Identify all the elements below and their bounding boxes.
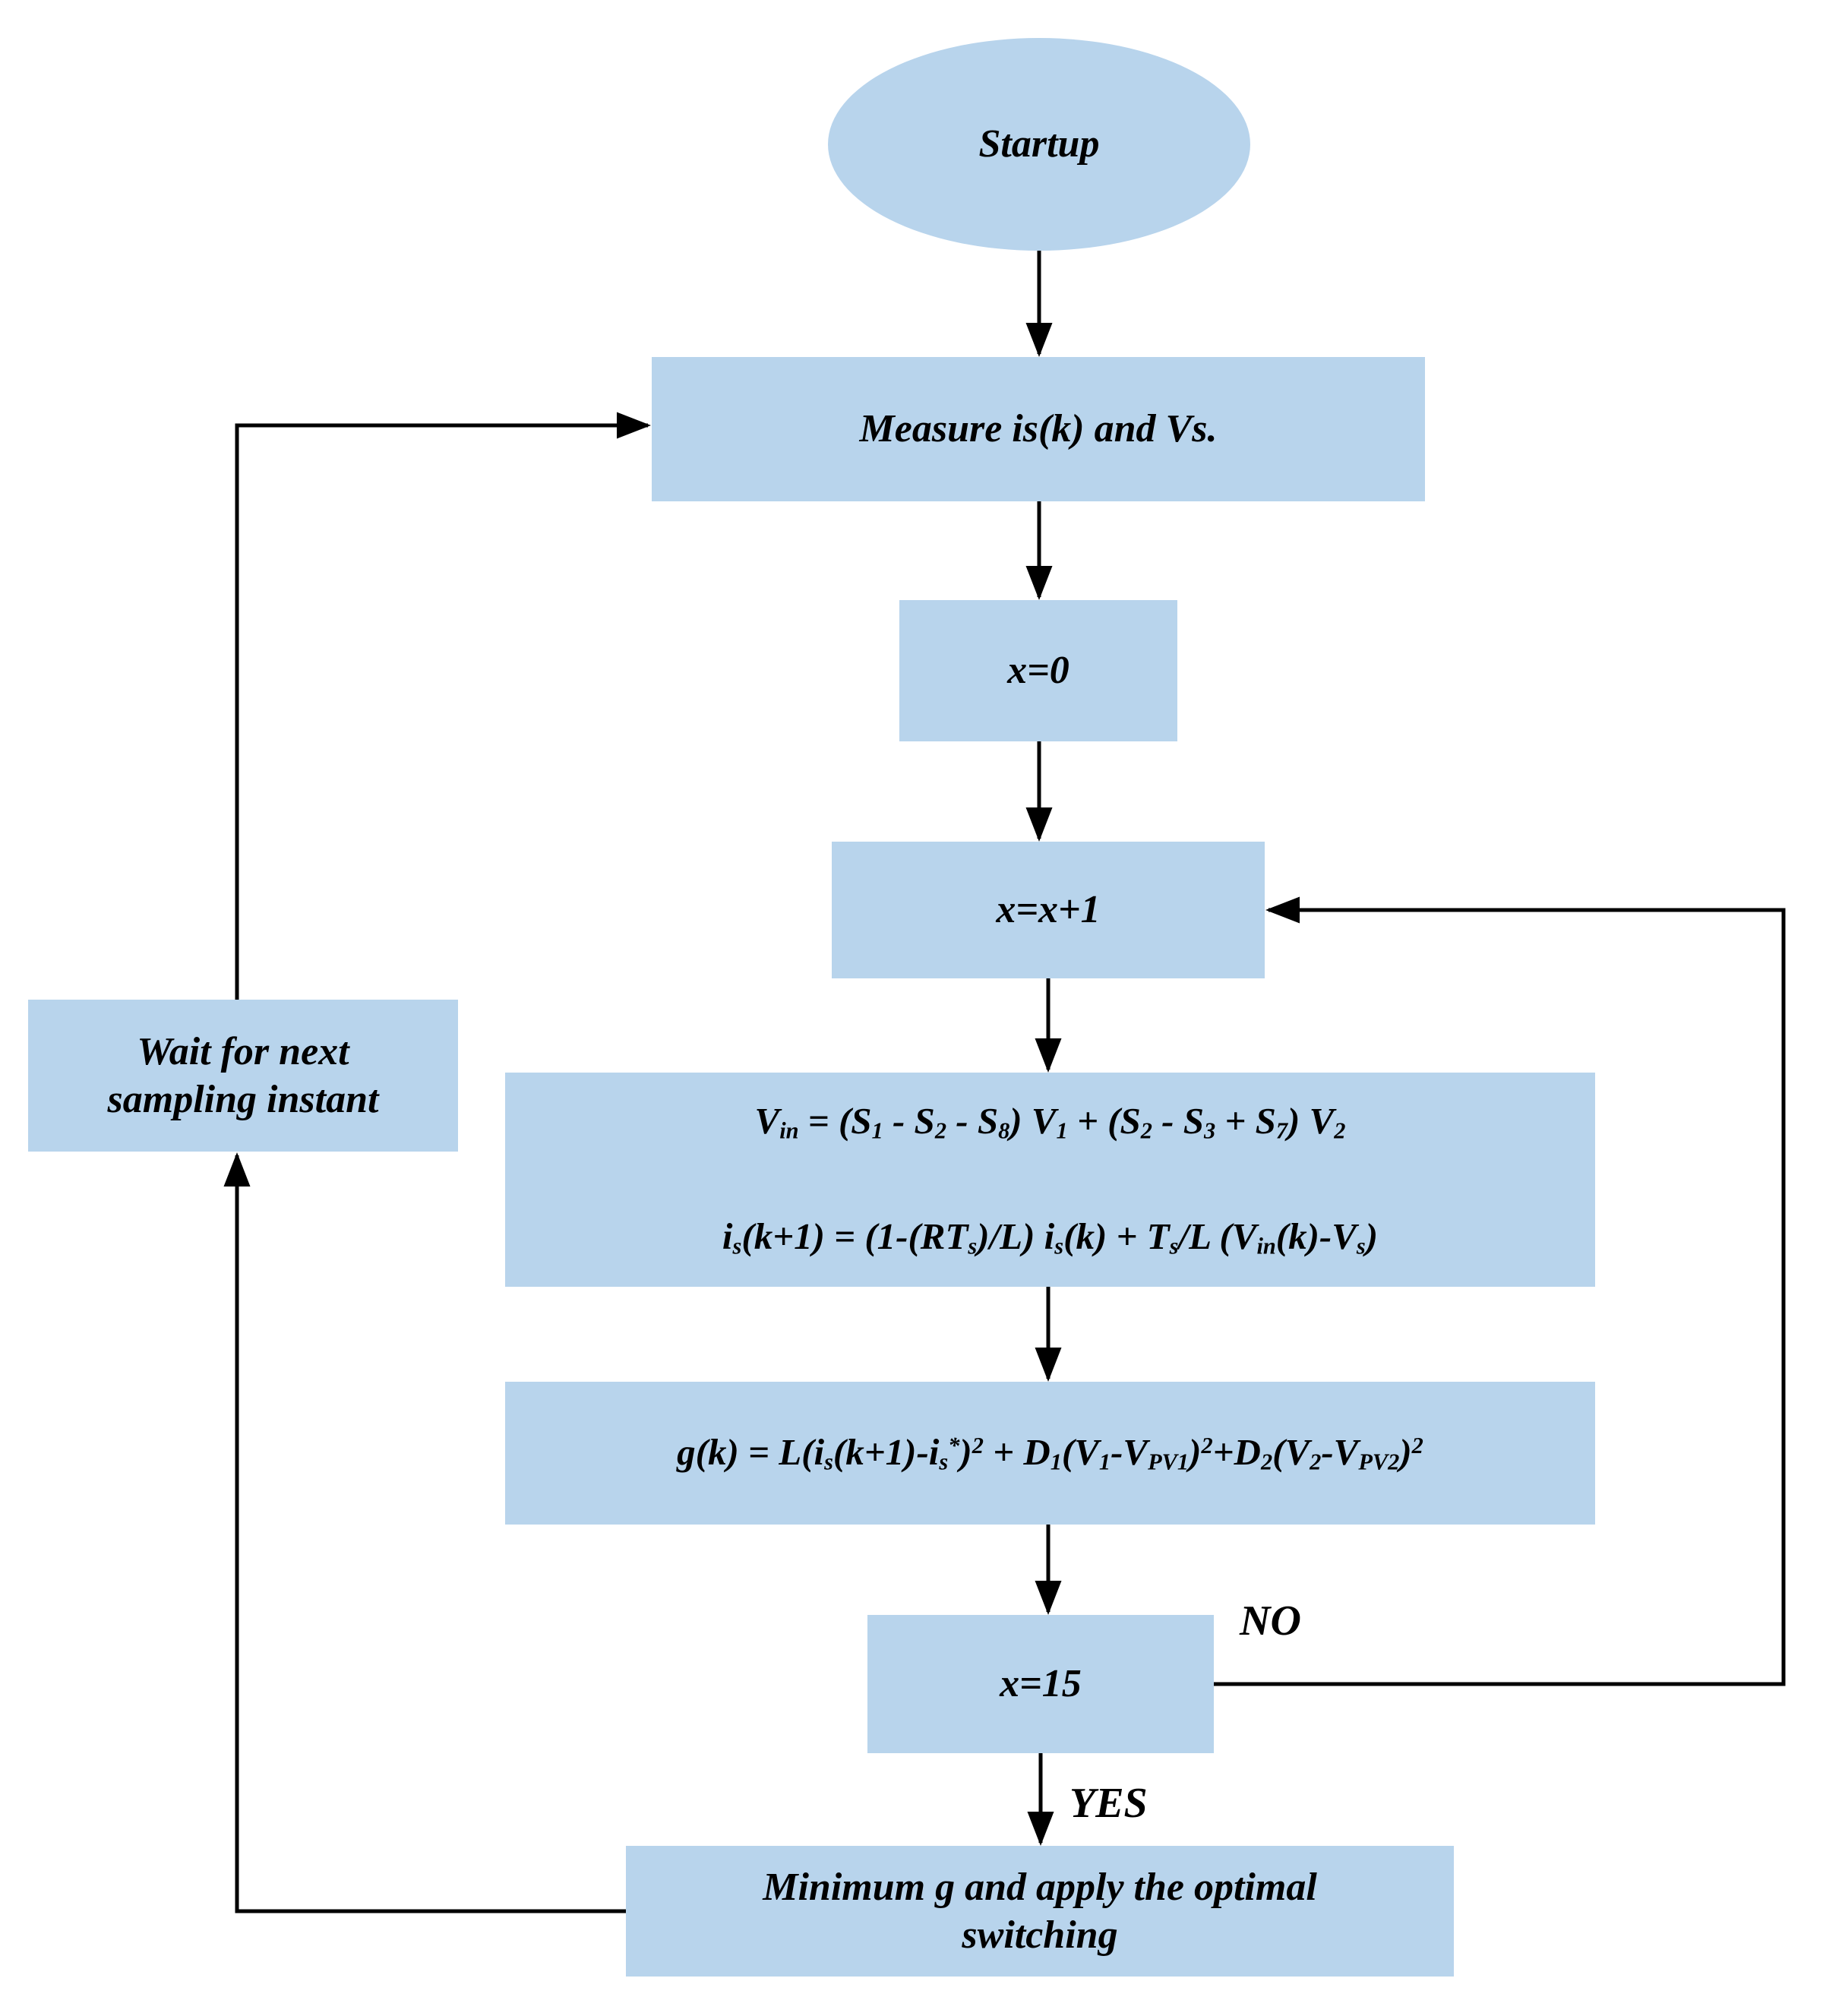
prediction-equations-node: Vin = (S1 - S2 - S8) V1 + (S2 - S3 + S7)… bbox=[505, 1073, 1595, 1287]
yes-edge-label: YES bbox=[1069, 1780, 1148, 1827]
x-increment-label: x=x+1 bbox=[996, 888, 1101, 932]
wait-label: Wait for next sampling instant bbox=[107, 1029, 379, 1121]
no-edge-label: NO bbox=[1240, 1597, 1301, 1645]
edge-no-loop bbox=[1214, 896, 1786, 1686]
edge-wait-measure bbox=[235, 412, 652, 1000]
decision-label: x=15 bbox=[1000, 1662, 1082, 1706]
prediction-equations-label: Vin = (S1 - S2 - S8) V1 + (S2 - S3 + S7)… bbox=[722, 1100, 1379, 1259]
startup-label: Startup bbox=[978, 122, 1100, 166]
measure-label: Measure is(k) and Vs. bbox=[859, 407, 1218, 451]
decision-node: x=15 bbox=[867, 1615, 1214, 1753]
x-increment-node: x=x+1 bbox=[832, 842, 1265, 978]
cost-function-node: g(k) = L(is(k+1)-is*)2 + D1(V1-VPV1)2+D2… bbox=[505, 1382, 1595, 1525]
measure-node: Measure is(k) and Vs. bbox=[652, 357, 1425, 501]
wait-node: Wait for next sampling instant bbox=[28, 1000, 458, 1152]
cost-function-label: g(k) = L(is(k+1)-is*)2 + D1(V1-VPV1)2+D2… bbox=[677, 1431, 1423, 1475]
x-init-node: x=0 bbox=[899, 600, 1177, 741]
edge-apply-wait bbox=[223, 1152, 626, 1913]
apply-switching-label: Minimum g and apply the optimal switchin… bbox=[763, 1865, 1317, 1957]
startup-node: Startup bbox=[828, 38, 1250, 251]
x-init-label: x=0 bbox=[1007, 649, 1069, 693]
apply-switching-node: Minimum g and apply the optimal switchin… bbox=[626, 1846, 1454, 1977]
